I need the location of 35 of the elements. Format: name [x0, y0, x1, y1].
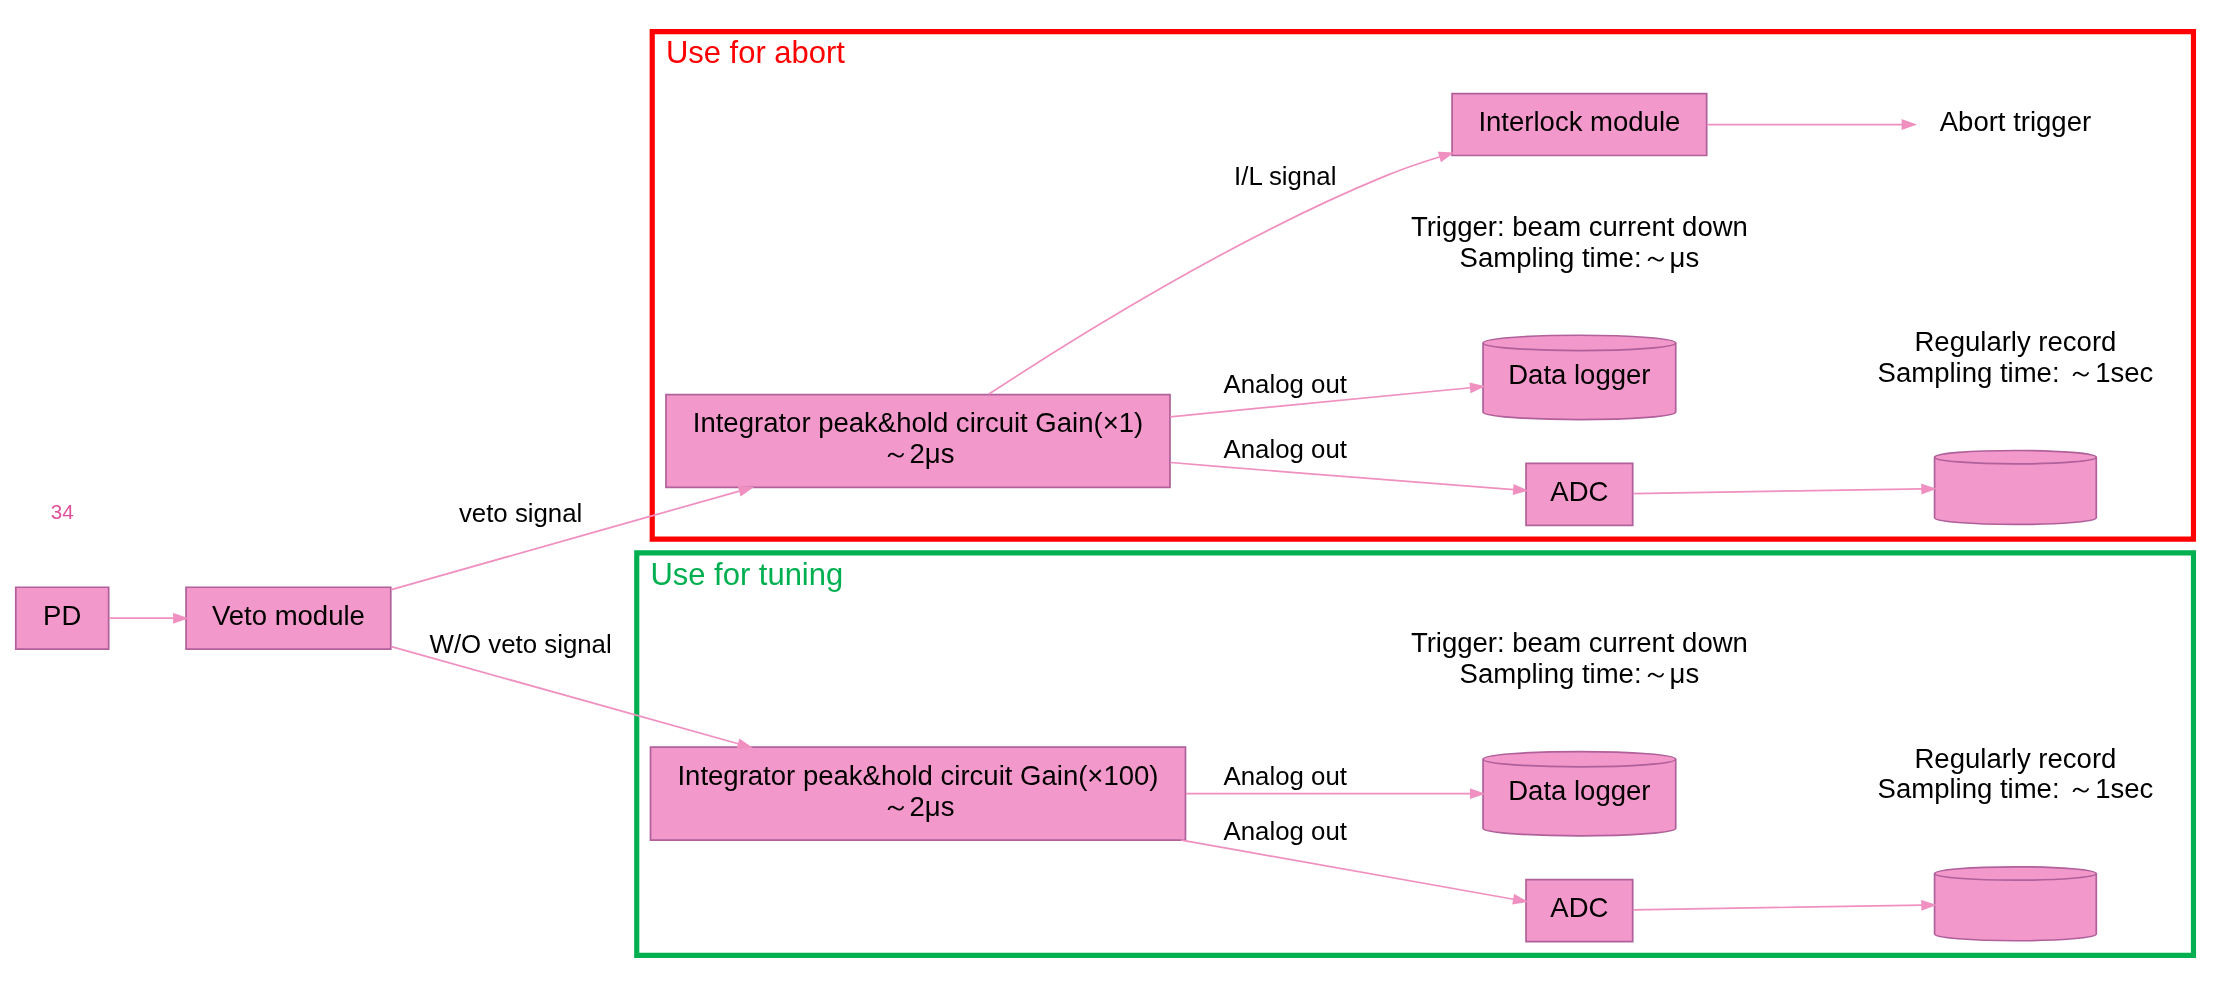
node-text: Abort trigger: [1939, 106, 2092, 138]
arrow: [1169, 461, 1529, 495]
node-label: Sampling time:～μs: [1459, 241, 1700, 273]
arrow: [390, 485, 755, 591]
node-box: Integrator peak&hold circuit Gain(×1) ～2μs: [665, 393, 1171, 489]
edge-label: I/L signal: [1234, 161, 1337, 190]
edge-label: veto signal: [458, 498, 583, 527]
arrow: [1632, 899, 1937, 911]
arrow: [1185, 788, 1486, 800]
node-box: PD: [14, 586, 110, 651]
arrow: [1632, 483, 1937, 495]
edge-label: Analog out: [1223, 369, 1347, 398]
arrow: [390, 645, 753, 749]
arrow: [108, 612, 189, 624]
node-label: Sampling time: ～1sec: [1877, 773, 2154, 805]
node-label: Regularly record: [1914, 742, 2117, 774]
edge-label: Analog out: [1223, 762, 1347, 791]
node-label: Trigger: beam current down: [1410, 210, 1748, 242]
edge-label: Analog out: [1223, 435, 1347, 464]
node-label: Regularly record: [1914, 326, 2117, 358]
node-box: Integrator peak&hold circuit Gain(×100) ～2μs: [649, 746, 1187, 841]
label: 34: [50, 499, 74, 523]
node-label: Sampling time: ～1sec: [1877, 357, 2154, 389]
node-box: Interlock module: [1451, 92, 1708, 157]
edge-label: W/O veto signal: [429, 629, 612, 658]
arrow: [1169, 382, 1486, 418]
node-box: Veto module: [185, 586, 392, 651]
node-box: ADC: [1525, 462, 1634, 527]
arrow: [1705, 119, 1918, 130]
arrow: [1180, 839, 1529, 905]
node-label: Trigger: beam current down: [1410, 627, 1748, 659]
node-label: Sampling time:～μs: [1459, 658, 1700, 690]
edge-label: Analog out: [1223, 817, 1347, 846]
node-box: ADC: [1525, 878, 1634, 943]
arrow: [987, 151, 1455, 396]
